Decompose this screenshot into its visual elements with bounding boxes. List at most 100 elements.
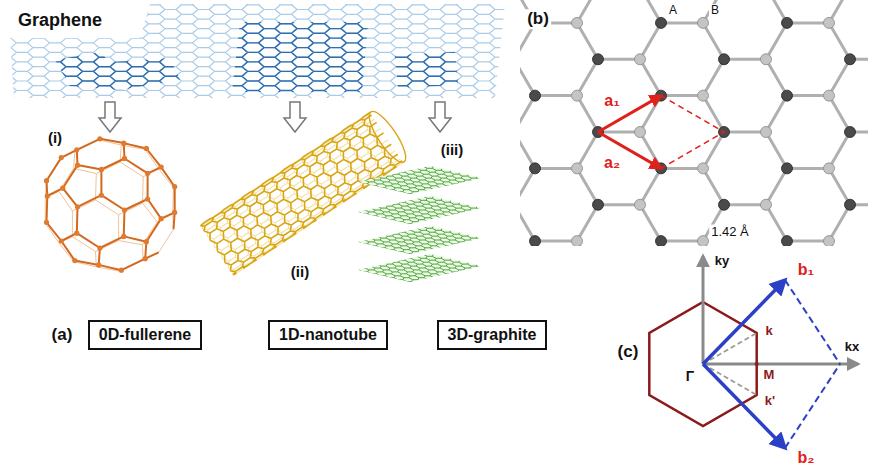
- graphite-layer: [308, 239, 533, 299]
- atom-a: [341, 272, 352, 283]
- rhombus-dash: [661, 96, 724, 169]
- atom-a: [530, 90, 541, 101]
- atom-b: [572, 308, 583, 319]
- atom-a: [341, 417, 352, 428]
- atom-a: [467, 199, 478, 210]
- atom-b: [446, 308, 457, 319]
- fullerene-atom: [44, 220, 49, 225]
- atom-a: [467, 272, 478, 283]
- atom-b: [509, 199, 520, 210]
- atom-b: [824, 236, 835, 247]
- vector-name: b₂: [796, 449, 817, 467]
- symmetry-point: Γ: [684, 368, 696, 384]
- fullerene-atom: [99, 167, 104, 172]
- fullerene-atom: [144, 239, 149, 244]
- atom-b: [509, 272, 520, 283]
- atom-b: [572, 17, 583, 28]
- atom-b: [698, 17, 709, 28]
- symmetry-point: M: [762, 368, 777, 383]
- atom-a: [530, 381, 541, 392]
- fullerene-atom: [74, 231, 79, 236]
- atom-a: [341, 54, 352, 65]
- atom-a: [341, 199, 352, 210]
- fullerene-atom: [96, 262, 101, 267]
- fullerene-atom: [97, 245, 102, 250]
- atom-a: [782, 17, 793, 28]
- sheet-name: Graphene: [16, 10, 104, 31]
- sheet-patch: [0, 0, 572, 143]
- box-text: 1D-nanotube: [279, 326, 377, 344]
- atom-a: [593, 54, 604, 65]
- fullerene-front: [45, 139, 174, 271]
- atom-a: [656, 454, 667, 465]
- atom-b: [446, 90, 457, 101]
- atom-a: [656, 381, 667, 392]
- atom-b: [824, 308, 835, 319]
- atom-a: [845, 272, 856, 283]
- fullerene-atom: [45, 193, 50, 198]
- panel-label: (c): [616, 342, 641, 362]
- atom-b: [383, 417, 394, 428]
- atom-b: [572, 236, 583, 247]
- atom-a: [404, 90, 415, 101]
- atom-a: [782, 90, 793, 101]
- reciprocal-vector: [703, 280, 785, 364]
- atom-b: [824, 163, 835, 174]
- fullerene-atom: [72, 258, 77, 263]
- atom-b: [383, 127, 394, 138]
- reciprocal-dash: [785, 280, 840, 364]
- symmetry-point: k': [763, 394, 777, 409]
- box-text: 0D-fullerene: [99, 326, 191, 344]
- graphite: [308, 151, 533, 299]
- down-arrow: [429, 102, 451, 132]
- atom-a: [404, 17, 415, 28]
- atom-b: [824, 17, 835, 28]
- fullerene-atom: [159, 216, 164, 221]
- fullerene-atom: [143, 256, 148, 261]
- dimension-box: 1D-nanotube: [268, 320, 388, 350]
- atom-a: [656, 308, 667, 319]
- atom-b: [761, 345, 772, 356]
- atom-b: [698, 90, 709, 101]
- fullerene-atom: [144, 146, 149, 151]
- atom-a: [719, 417, 730, 428]
- sublattice-name: B: [709, 4, 721, 18]
- atom-b: [635, 54, 646, 65]
- fullerene-atom: [99, 193, 104, 198]
- atom-b: [761, 54, 772, 65]
- atom-b: [509, 127, 520, 138]
- axis-name: kx: [843, 340, 861, 355]
- panel-label: (a): [50, 325, 75, 345]
- nanotube-back: [200, 112, 403, 275]
- vector-name: b₁: [796, 261, 816, 279]
- fullerene-atom: [74, 147, 79, 152]
- atom-a: [656, 17, 667, 28]
- box-text: 3D-graphite: [448, 326, 537, 344]
- lattice-bonds: [325, 0, 873, 470]
- graphene-sheet: [0, 0, 572, 143]
- atom-b: [509, 54, 520, 65]
- dimension-box: 3D-graphite: [437, 320, 548, 350]
- panel-index: (ii): [289, 263, 311, 280]
- atom-a: [782, 163, 793, 174]
- atom-a: [593, 272, 604, 283]
- atom-b: [761, 272, 772, 283]
- atom-b: [824, 90, 835, 101]
- atom-b: [383, 272, 394, 283]
- sheet-patch: [0, 0, 572, 143]
- fullerene-atom: [172, 184, 177, 189]
- fullerene-atom: [59, 155, 64, 160]
- atom-b: [698, 236, 709, 247]
- atom-a: [782, 236, 793, 247]
- fullerene-atom: [159, 164, 164, 169]
- atom-b: [572, 454, 583, 465]
- atom-a: [467, 417, 478, 428]
- atom-b: [635, 199, 646, 210]
- sublattice-name: A: [667, 4, 679, 18]
- atom-b: [446, 454, 457, 465]
- fullerene-atom: [97, 136, 102, 141]
- fullerene-atom: [145, 171, 150, 176]
- atom-b: [635, 127, 646, 138]
- fullerene-atom: [121, 234, 126, 239]
- atom-a: [530, 308, 541, 319]
